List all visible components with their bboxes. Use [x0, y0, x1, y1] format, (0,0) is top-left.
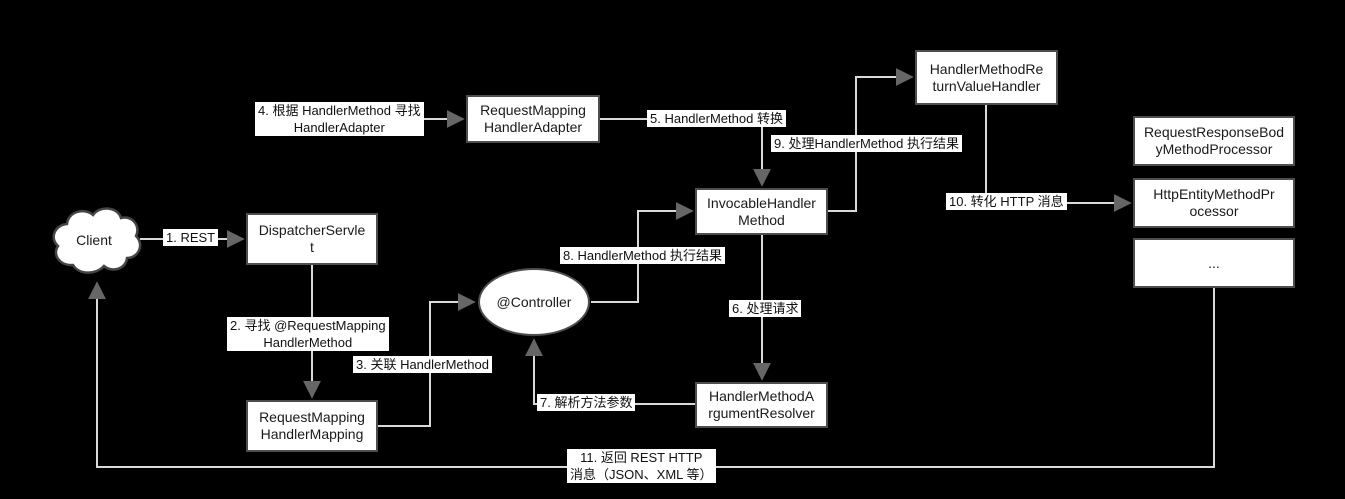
node-label: ... [1208, 254, 1220, 271]
edge-step7-line [525, 338, 695, 405]
edge-step5-line [600, 118, 771, 187]
edge-step10-line [985, 105, 1132, 212]
node-label: HandlerMethodArgumentResolver [708, 388, 815, 421]
edge-label-step6: 6. 处理请求 [729, 300, 802, 317]
node-label: DispatcherServlet [258, 222, 366, 255]
node-handler-method-argument-resolver: HandlerMethodArgumentResolver [695, 382, 828, 428]
node-label: HandlerMethodReturnValueHandler [929, 60, 1044, 94]
node-label: RequestMappingHandlerAdapter [480, 102, 586, 135]
edge-label-step4: 4. 根据 HandlerMethod 寻找 HandlerAdapter [255, 102, 424, 136]
node-controller: @Controller [478, 268, 590, 336]
edge-label-step5: 5. HandlerMethod 转换 [647, 110, 786, 127]
node-handler-method-return-value-handler: HandlerMethodReturnValueHandler [915, 50, 1058, 105]
edge-label-step8: 8. HandlerMethod 执行结果 [560, 247, 725, 264]
node-label: InvocableHandlerMethod [707, 194, 816, 228]
edge-label-step7: 7. 解析方法参数 [537, 394, 636, 411]
node-request-mapping-handler-mapping: RequestMappingHandlerMapping [246, 400, 378, 452]
edge-label-step9: 9. 处理HandlerMethod 执行结果 [771, 135, 962, 152]
node-label: @Controller [496, 293, 572, 310]
cloud-shape-icon [52, 207, 142, 274]
node-request-response-body-method-processor: RequestResponseBodyMethodProcessor [1133, 116, 1295, 166]
node-request-mapping-handler-adapter: RequestMappingHandlerAdapter [466, 95, 600, 143]
node-label: Client [76, 232, 112, 248]
node-label: RequestMappingHandlerMapping [259, 409, 365, 442]
node-client: Client [46, 202, 142, 282]
node-label: HttpEntityMethodProcessor [1153, 186, 1275, 219]
node-dispatcher-servlet: DispatcherServlet [246, 213, 378, 265]
edge-label-step1: 1. REST [163, 229, 219, 246]
node-label: RequestResponseBodyMethodProcessor [1143, 124, 1285, 157]
edge-label-step11: 11. 返回 REST HTTP 消息（JSON、XML 等） [567, 449, 716, 483]
edge-label-step3: 3. 关联 HandlerMethod [353, 356, 492, 373]
node-more-processors: ... [1133, 238, 1295, 288]
node-invocable-handler-method: InvocableHandlerMethod [695, 188, 828, 235]
node-http-entity-method-processor: HttpEntityMethodProcessor [1133, 178, 1295, 228]
edge-label-step2: 2. 寻找 @RequestMapping HandlerMethod [227, 317, 389, 351]
edge-label-step10: 10. 转化 HTTP 消息 [946, 193, 1067, 210]
